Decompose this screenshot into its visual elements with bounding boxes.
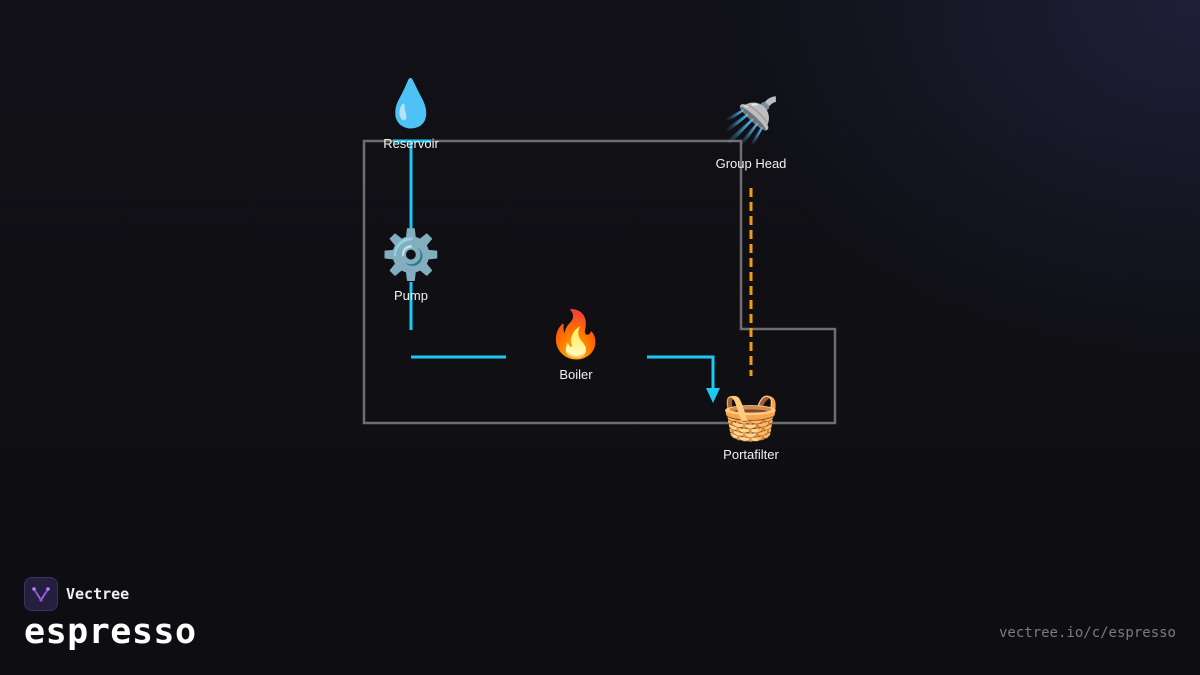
source-url[interactable]: vectree.io/c/espresso xyxy=(998,625,1176,641)
node-label-boiler: Boiler xyxy=(559,367,593,382)
tree-icon xyxy=(32,587,50,602)
edge-boiler-portafilter xyxy=(647,355,715,390)
basket-icon: 🧺 xyxy=(722,389,780,443)
node-label-group-head: Group Head xyxy=(715,156,787,171)
page-title: espresso xyxy=(24,612,197,652)
droplet-icon: 💧 xyxy=(382,76,440,130)
fire-icon: 🔥 xyxy=(547,307,605,361)
node-label-reservoir: Reservoir xyxy=(383,136,439,151)
arrowhead-portafilter xyxy=(706,388,720,403)
node-boiler[interactable]: 🔥 Boiler xyxy=(506,311,646,382)
node-portafilter[interactable]: 🧺 Portafilter xyxy=(681,393,821,462)
node-label-pump: Pump xyxy=(394,288,428,303)
shower-icon: 🚿 xyxy=(722,94,780,148)
node-pump[interactable]: ⚙️ Pump xyxy=(341,231,481,303)
brand[interactable]: Vectree xyxy=(24,577,129,611)
node-group-head[interactable]: 🚿 Group Head xyxy=(681,98,821,171)
node-label-portafilter: Portafilter xyxy=(723,447,779,462)
vectree-logo-icon xyxy=(24,577,58,611)
node-reservoir[interactable]: 💧 Reservoir xyxy=(341,80,481,151)
brand-name: Vectree xyxy=(66,585,130,603)
machine-housing-outline xyxy=(362,139,837,425)
gear-icon: ⚙️ xyxy=(381,227,441,283)
